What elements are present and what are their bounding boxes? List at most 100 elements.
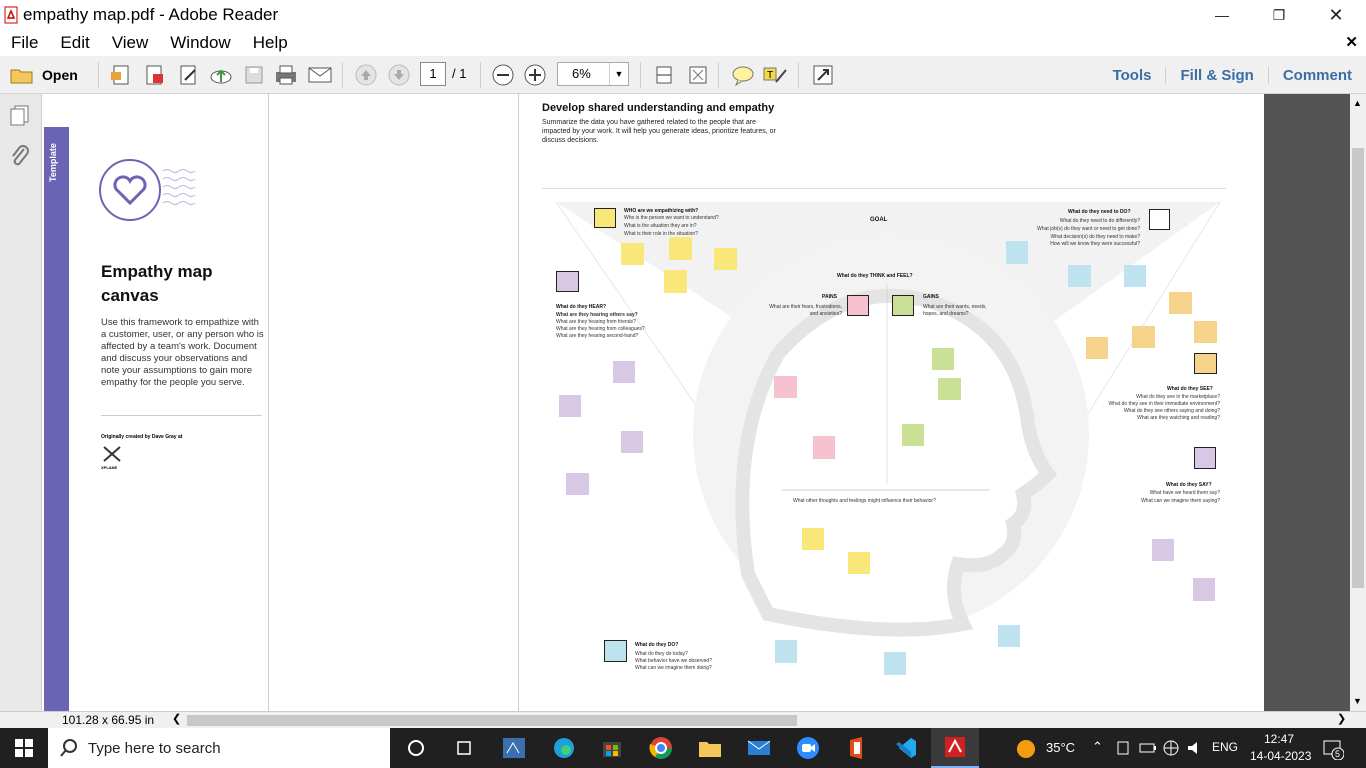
network-globe-icon[interactable] xyxy=(1162,739,1180,762)
sticky-note[interactable] xyxy=(902,424,924,446)
close-button[interactable]: ✕ xyxy=(1328,4,1344,25)
vscode-icon[interactable] xyxy=(882,728,930,768)
volume-icon[interactable] xyxy=(1186,739,1204,762)
page-thumbnails-icon[interactable] xyxy=(9,104,31,131)
scroll-left-icon[interactable]: ❮ xyxy=(172,713,182,725)
tools-link[interactable]: Tools xyxy=(1112,66,1152,84)
see-question-1: What do they see in the marketplace? xyxy=(1136,394,1220,400)
sticky-note[interactable] xyxy=(714,248,737,270)
previous-page-icon[interactable] xyxy=(353,62,379,88)
sticky-note[interactable] xyxy=(774,376,797,398)
goal-label: GOAL xyxy=(870,217,888,223)
sticky-note[interactable] xyxy=(669,237,692,260)
sticky-note[interactable] xyxy=(932,348,954,370)
sticky-note[interactable] xyxy=(1086,337,1108,359)
sticky-note[interactable] xyxy=(848,552,870,574)
office-icon[interactable] xyxy=(833,728,881,768)
battery-icon[interactable] xyxy=(1139,740,1157,761)
sticky-note[interactable] xyxy=(1132,326,1155,348)
file-explorer-icon[interactable] xyxy=(686,728,734,768)
attachment-icon[interactable] xyxy=(9,144,31,173)
clock-time[interactable]: 12:47 xyxy=(1264,732,1295,746)
canvas-subheading: Summarize the data you have gathered rel… xyxy=(542,119,776,144)
menu-view[interactable]: View xyxy=(111,33,149,52)
fit-page-icon[interactable] xyxy=(651,62,677,88)
zoom-in-icon[interactable] xyxy=(522,62,548,88)
sticky-note[interactable] xyxy=(621,431,643,453)
menu-bar: File Edit View Window Help ✕ xyxy=(0,30,1366,56)
scroll-down-icon[interactable]: ▼ xyxy=(1353,696,1362,706)
sticky-note[interactable] xyxy=(1169,292,1192,314)
close-document-icon[interactable]: ✕ xyxy=(1345,34,1358,51)
sticky-note[interactable] xyxy=(1124,265,1146,287)
create-pdf-icon[interactable] xyxy=(108,62,134,88)
edit-pdf-icon[interactable] xyxy=(175,62,201,88)
fill-sign-link[interactable]: Fill & Sign xyxy=(1165,66,1267,84)
sticky-note[interactable] xyxy=(613,361,635,383)
maximize-button[interactable]: ❐ xyxy=(1272,6,1286,23)
comment-bubble-icon[interactable] xyxy=(730,62,756,88)
scroll-right-icon[interactable]: ❯ xyxy=(1337,713,1347,725)
notification-icon[interactable] xyxy=(1322,738,1345,765)
adobe-reader-icon[interactable] xyxy=(931,728,979,768)
sticky-note[interactable] xyxy=(884,652,906,675)
export-pdf-icon[interactable] xyxy=(141,62,167,88)
sticky-note[interactable] xyxy=(566,473,589,495)
sticky-note[interactable] xyxy=(664,270,687,293)
chrome-icon[interactable] xyxy=(637,728,685,768)
sticky-note[interactable] xyxy=(1193,578,1215,601)
highlight-text-icon[interactable]: T xyxy=(762,62,788,88)
status-bar: 101.28 x 66.95 in ❮ ❯ xyxy=(0,711,1366,728)
zoom-select[interactable]: 6% xyxy=(557,62,629,86)
upload-icon[interactable] xyxy=(208,62,234,88)
sticky-note[interactable] xyxy=(775,640,797,663)
mail-icon[interactable] xyxy=(735,728,783,768)
zoom-out-icon[interactable] xyxy=(490,62,516,88)
full-screen-icon[interactable] xyxy=(685,62,711,88)
cortana-icon[interactable] xyxy=(392,728,440,768)
page-number-input[interactable]: 1 xyxy=(420,62,446,86)
edge-icon[interactable] xyxy=(540,728,588,768)
zoom-app-icon[interactable] xyxy=(784,728,832,768)
sticky-note[interactable] xyxy=(1006,241,1028,264)
sticky-note[interactable] xyxy=(802,528,824,550)
sticky-note[interactable] xyxy=(813,436,835,459)
minimize-button[interactable]: — xyxy=(1215,7,1229,23)
sticky-note[interactable] xyxy=(559,395,581,417)
scroll-up-icon[interactable]: ▲ xyxy=(1353,98,1362,108)
pen-tray-icon[interactable] xyxy=(1115,740,1131,761)
email-icon[interactable] xyxy=(307,62,333,88)
sticky-note[interactable] xyxy=(998,625,1020,647)
sticky-note[interactable] xyxy=(621,243,644,265)
document-viewer[interactable]: Template Empathy map canvas Use this fra… xyxy=(42,94,1350,711)
sticky-note[interactable] xyxy=(1152,539,1174,561)
task-view-icon[interactable] xyxy=(440,728,488,768)
open-button[interactable]: Open xyxy=(10,62,90,88)
chevron-down-icon[interactable]: ▼ xyxy=(609,63,628,85)
store-icon[interactable] xyxy=(588,728,636,768)
language-indicator[interactable]: ENG xyxy=(1212,740,1239,754)
sticky-note[interactable] xyxy=(938,378,961,400)
windows-start-icon[interactable] xyxy=(0,728,48,768)
vertical-scroll-thumb[interactable] xyxy=(1352,148,1364,588)
horizontal-scroll-thumb[interactable] xyxy=(187,715,797,726)
taskbar-search-box[interactable]: Type here to search xyxy=(48,728,390,768)
vs-code-blue-icon[interactable] xyxy=(490,728,538,768)
see-question-4: What are they watching and reading? xyxy=(1137,415,1220,421)
save-icon[interactable] xyxy=(241,62,267,88)
menu-help[interactable]: Help xyxy=(252,33,288,52)
weather-sun-icon[interactable] xyxy=(1016,739,1036,764)
sticky-note[interactable] xyxy=(1068,265,1091,287)
folder-icon xyxy=(10,69,33,84)
expand-icon[interactable] xyxy=(810,62,836,88)
clock-date[interactable]: 14-04-2023 xyxy=(1250,749,1312,763)
next-page-icon[interactable] xyxy=(386,62,412,88)
hear-question-4: What are they hearing second-hand? xyxy=(556,333,639,339)
menu-window[interactable]: Window xyxy=(170,33,231,52)
comment-link[interactable]: Comment xyxy=(1267,66,1366,84)
menu-edit[interactable]: Edit xyxy=(60,33,90,52)
print-icon[interactable] xyxy=(273,62,299,88)
menu-file[interactable]: File xyxy=(11,33,39,52)
show-hidden-icons-icon[interactable]: ⌃ xyxy=(1092,739,1103,754)
sticky-note[interactable] xyxy=(1194,321,1217,343)
